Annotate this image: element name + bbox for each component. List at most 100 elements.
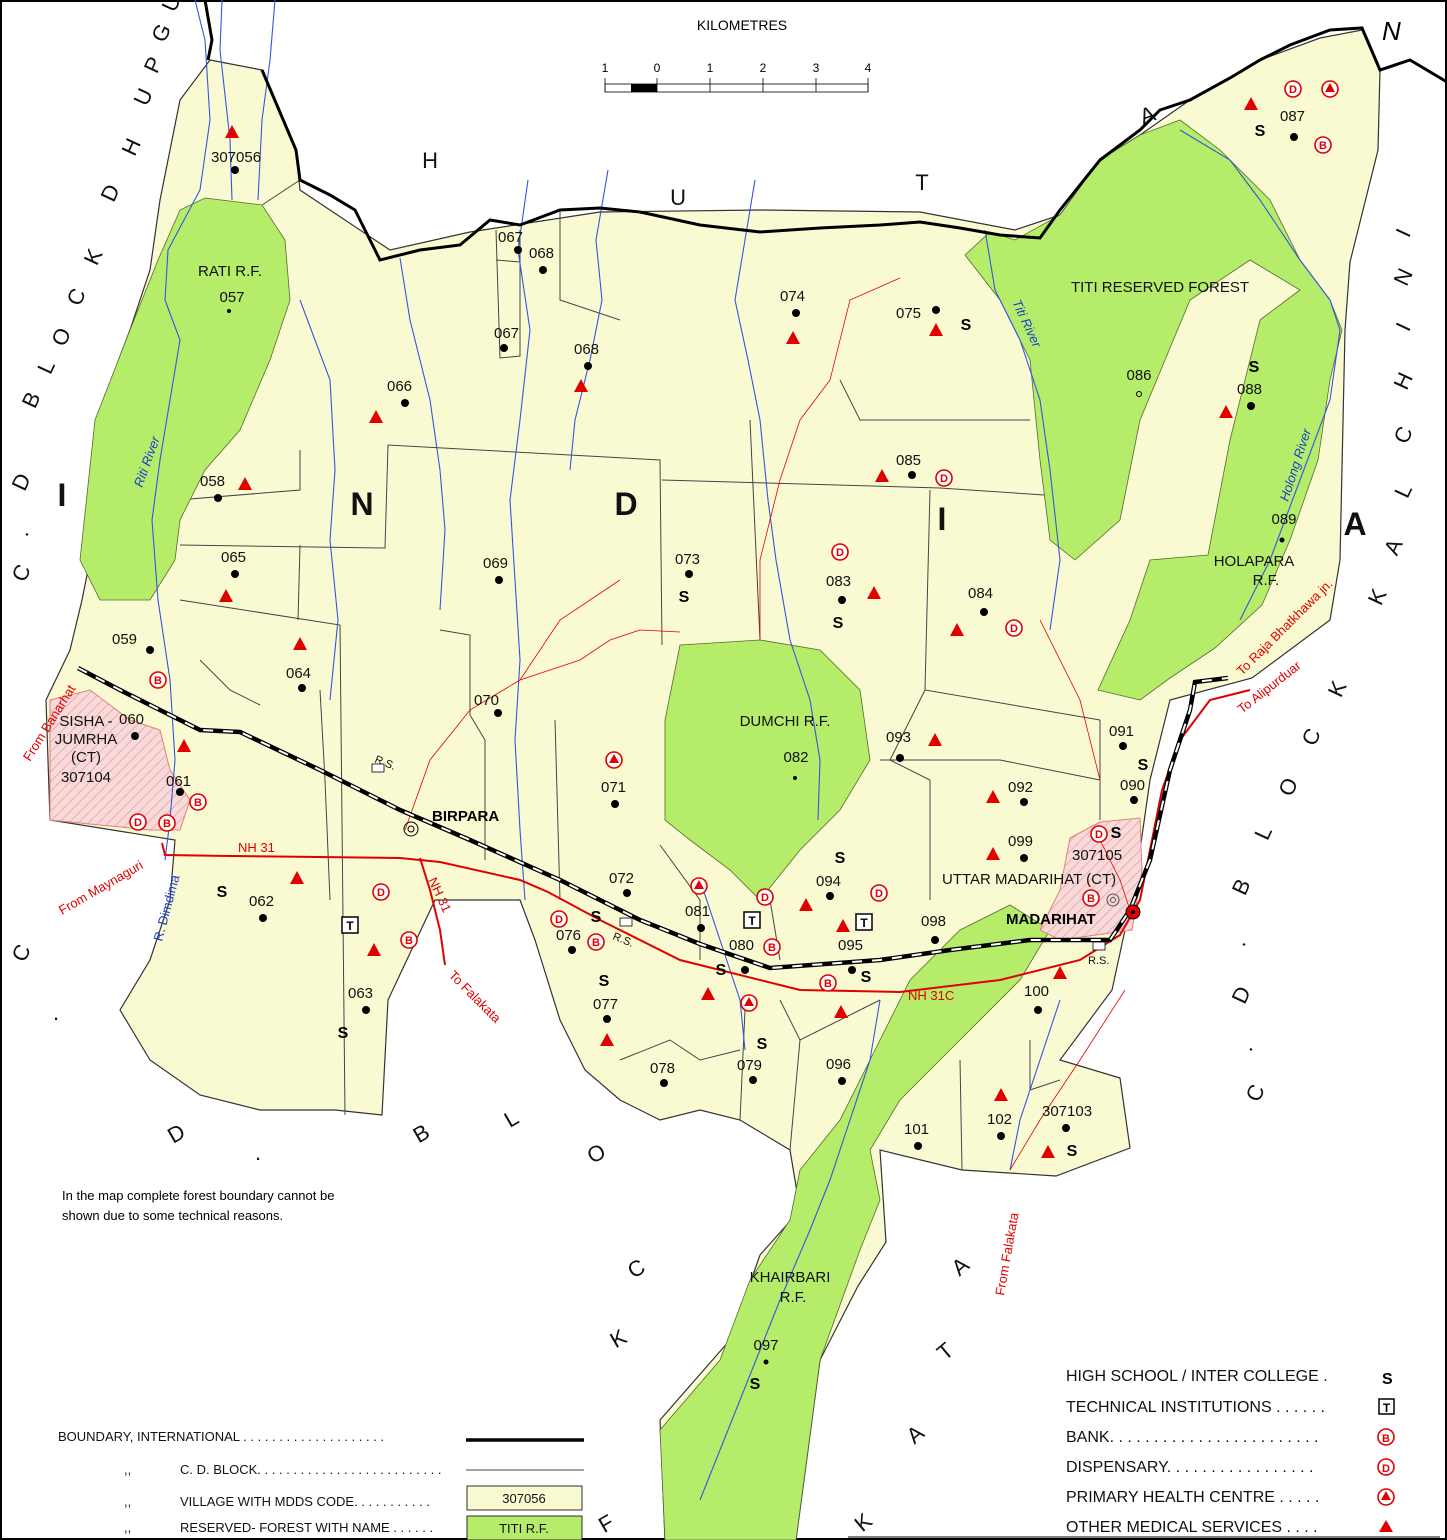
- village-dot: [362, 1006, 370, 1014]
- school-icon: S: [757, 1036, 768, 1053]
- big-letter: D: [614, 486, 637, 522]
- big-letter: I: [938, 501, 947, 537]
- village-dot: [401, 399, 409, 407]
- big-letter: N: [350, 486, 373, 522]
- facility-icon: [870, 884, 888, 902]
- village-code: 068: [574, 341, 599, 358]
- village-dot: [1247, 402, 1255, 410]
- other-medical-icon: [928, 733, 942, 746]
- uttar-madarihat-code: 307105: [1072, 847, 1122, 864]
- village-code: 070: [474, 692, 499, 709]
- village-code: 061: [166, 773, 191, 790]
- facility-icon: [400, 931, 418, 949]
- facility-icon: [1082, 889, 1100, 907]
- legend-dispensary-symbol: D: [1382, 1463, 1390, 1475]
- village-code: 096: [826, 1056, 851, 1073]
- bank-icon: B: [1087, 893, 1095, 905]
- other-medical-icon: [929, 323, 943, 336]
- school-icon: S: [750, 1376, 761, 1393]
- village-dot: [231, 166, 239, 174]
- village-code: 064: [286, 665, 311, 682]
- village-markers: 3070560580590600610620630640650660670670…: [112, 108, 1305, 1150]
- other-medical-icon: [950, 623, 964, 636]
- village-dot: [214, 494, 222, 502]
- village-code: 065: [221, 549, 246, 566]
- facility-icon: [819, 974, 837, 992]
- school-icon: S: [599, 973, 610, 990]
- village-dot: [1290, 133, 1298, 141]
- scale-tick: 1: [602, 61, 609, 75]
- school-icon: S: [835, 850, 846, 867]
- facility-icon: [1005, 619, 1023, 637]
- facility-icon: [1090, 825, 1108, 843]
- scale-title: KILOMETRES: [697, 17, 787, 33]
- village-code: 084: [968, 585, 993, 602]
- village-code: 080: [729, 937, 754, 954]
- other-medical-icon: [574, 379, 588, 392]
- note-line-1: In the map complete forest boundary cann…: [62, 1188, 334, 1203]
- village-dot: [932, 306, 940, 314]
- village-code: 094: [816, 873, 841, 890]
- phc-icon: [609, 754, 619, 763]
- dispensary-icon: D: [1289, 84, 1297, 96]
- village-code: 067: [494, 325, 519, 342]
- legend-technical: TECHNICAL INSTITUTIONS . . . . . .: [1066, 1399, 1325, 1416]
- other-medical-icon: [867, 586, 881, 599]
- note-line-2: shown due to some technical reasons.: [62, 1208, 283, 1223]
- bank-icon: B: [824, 978, 832, 990]
- dispensary-icon: D: [940, 473, 948, 485]
- other-medical-icon: [1219, 405, 1233, 418]
- bank-icon: B: [194, 797, 202, 809]
- village-code: 098: [921, 913, 946, 930]
- village-code: 062: [249, 893, 274, 910]
- village-code: 083: [826, 573, 851, 590]
- legend-school-symbol: S: [1382, 1371, 1393, 1388]
- village-dot: [848, 966, 856, 974]
- other-medical-icon: [238, 477, 252, 490]
- block-letter: .: [53, 1000, 59, 1025]
- legend-forest: RESERVED- FOREST WITH NAME . . . . . .: [180, 1520, 433, 1535]
- village-dot: [914, 1142, 922, 1150]
- legend-other-medical: OTHER MEDICAL SERVICES . . . .: [1066, 1519, 1318, 1536]
- legend-ditto: ,,: [124, 1462, 131, 1477]
- rivers: [151, 0, 1341, 1501]
- village-boundaries: [177, 179, 1121, 1171]
- titi-forest-label: TITI RESERVED FOREST: [1071, 279, 1249, 296]
- nh31-south-road: [419, 857, 446, 966]
- sisha-label-2: JUMRHA: [55, 731, 118, 748]
- facility-icon: [935, 469, 953, 487]
- school-icon: S: [338, 1025, 349, 1042]
- scale-tick: 0: [654, 61, 661, 75]
- phc-icon: [694, 880, 704, 889]
- village-code: 095: [838, 937, 863, 954]
- school-icon: S: [1067, 1143, 1078, 1160]
- legend-other-medical-icon: [1379, 1520, 1393, 1532]
- block-letter: T: [915, 170, 928, 195]
- village-code: 074: [780, 288, 805, 305]
- village-dot: [611, 800, 619, 808]
- khairbari-forest: [659, 904, 1051, 1540]
- titi-forest: [964, 119, 1343, 701]
- block-letter: .: [255, 1140, 261, 1165]
- village-dot: [1062, 1124, 1070, 1132]
- other-medical-icon: [369, 410, 383, 423]
- other-medical-icon: [836, 919, 850, 932]
- village-dot: [1130, 796, 1138, 804]
- big-letter: A: [1343, 506, 1366, 542]
- village-code: 059: [112, 631, 137, 648]
- legend-bank-symbol: B: [1382, 1433, 1390, 1445]
- village-code: 071: [601, 779, 626, 796]
- village-code: 099: [1008, 833, 1033, 850]
- other-medical-icon: [1244, 97, 1258, 110]
- facility-icon: [550, 910, 568, 928]
- village-dot: [584, 362, 592, 370]
- village-code: 060: [119, 711, 144, 728]
- school-icon: S: [217, 884, 228, 901]
- other-medical-icon: [219, 589, 233, 602]
- village-code: 069: [483, 555, 508, 572]
- village-dot: [259, 914, 267, 922]
- other-medical-icon: [799, 898, 813, 911]
- nh31-label: NH 31: [238, 840, 275, 855]
- village-dot: [792, 309, 800, 317]
